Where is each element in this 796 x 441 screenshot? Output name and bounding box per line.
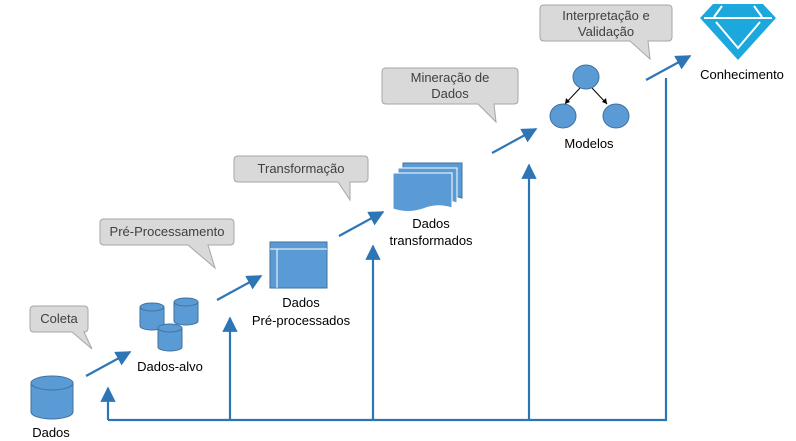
callout-interpretacao-line2: Validação [578,24,634,39]
callout-mineracao: Mineração de Dados [381,67,519,124]
callout-interpretacao-line1: Interpretação e [562,8,649,23]
arrow-coleta [85,351,132,377]
callout-mineracao-line2: Dados [431,86,469,101]
database-small-bottom [157,323,183,352]
arrow-interpretacao [645,55,692,81]
callout-preprocessamento-label: Pré-Processamento [110,224,225,239]
database-icon [30,375,74,420]
arrow-transformacao [338,211,385,237]
callout-coleta-label: Coleta [40,311,78,326]
node-transformados-line1: Dados [412,216,450,231]
callout-coleta: Coleta [29,305,93,350]
callout-mineracao-line1: Mineração de [411,70,490,85]
node-conhecimento-label: Conhecimento [700,67,784,82]
documents-stack-icon [392,162,463,212]
database-cluster-icon [139,297,199,352]
callout-transformacao: Transformação [233,155,369,202]
tree-model-icon [549,64,630,129]
node-dados-label: Dados [32,425,70,440]
feedback-lines [100,78,668,422]
arrow-preprocessamento [216,275,263,301]
node-transformados-line2: transformados [389,233,473,248]
feedback-baseline [108,78,668,422]
node-preprocessados-line1: Dados [282,295,320,310]
node-dados-alvo-label: Dados-alvo [137,359,203,374]
node-modelos-label: Modelos [564,136,614,151]
database-small-right [173,297,199,326]
callout-transformacao-label: Transformação [258,161,345,176]
window-icon [269,241,328,289]
arrow-mineracao [491,128,538,154]
process-arrows [85,55,692,377]
callout-interpretacao: Interpretação e Validação [539,4,673,61]
node-preprocessados-line2: Pré-processados [252,313,351,328]
diamond-gem-icon [700,4,776,60]
callout-preprocessamento: Pré-Processamento [99,218,235,270]
